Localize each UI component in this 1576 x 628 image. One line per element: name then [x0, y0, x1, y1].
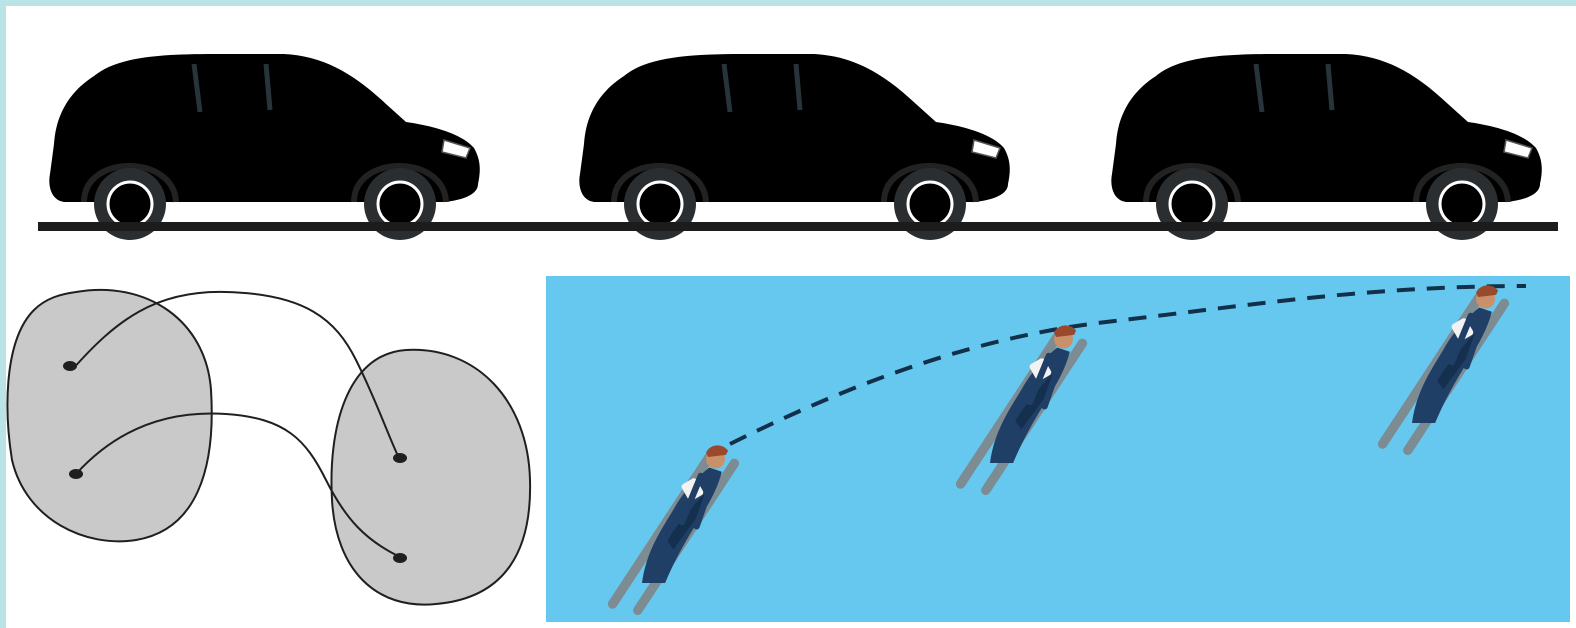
cars-panel: [6, 6, 1570, 274]
car-icon: [49, 54, 479, 240]
set-mapping-diagram: [6, 280, 542, 624]
sets-panel: [6, 280, 542, 624]
car-icon: [579, 54, 1009, 240]
set-right-oval: [331, 350, 530, 605]
road-line: [38, 222, 1558, 231]
cars-illustration: [6, 6, 1570, 274]
ski-jump-panel: [546, 276, 1570, 622]
set-point-a1: [63, 361, 77, 371]
car-icon: [1111, 54, 1541, 240]
set-point-b1: [393, 453, 407, 463]
set-point-a2: [69, 469, 83, 479]
ski-jump-illustration: [546, 276, 1570, 622]
set-point-b2: [393, 553, 407, 563]
